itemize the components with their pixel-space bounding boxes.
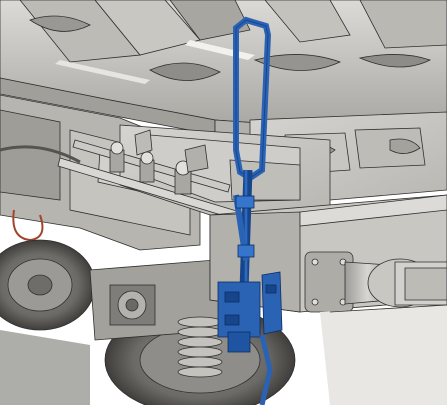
hand-rail xyxy=(217,16,283,405)
shadow-band xyxy=(0,330,90,405)
hose-cable xyxy=(0,145,81,164)
brake-linkage xyxy=(57,129,241,221)
shadow-band-right xyxy=(320,305,447,405)
coil-springs xyxy=(177,316,223,378)
buffer xyxy=(304,251,447,313)
red-cable xyxy=(12,209,44,242)
wheelset-left xyxy=(0,239,96,331)
